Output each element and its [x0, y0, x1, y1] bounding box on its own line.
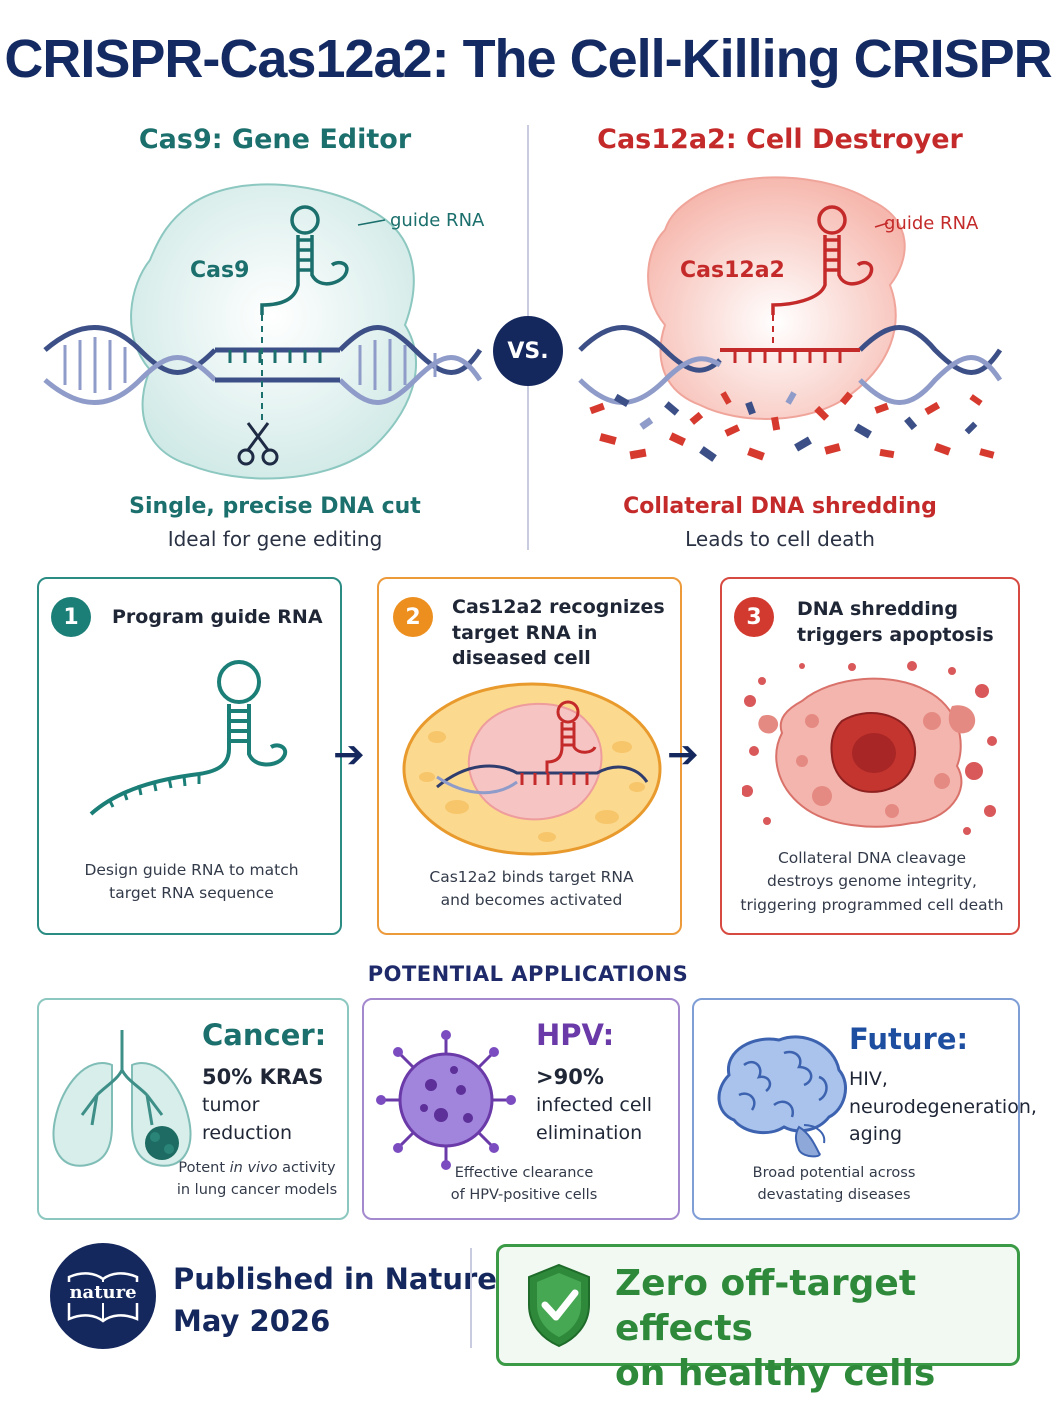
- application-detail-cancer-line-2: tumor reduction: [202, 1094, 293, 1144]
- step-title-2-line-1: Cas12a2 recognizes: [452, 596, 665, 618]
- arrow-right-icon: ➔: [333, 732, 365, 776]
- application-heading-hpv: HPV:: [536, 1018, 615, 1052]
- step-title-3-line-2: triggers apoptosis: [797, 623, 994, 646]
- application-detail-hpv-line-2: infected cell: [536, 1094, 653, 1117]
- application-caption-cancer-em: in vivo: [229, 1160, 278, 1176]
- page-title: CRISPR-Cas12a2: The Cell-Killing CRISPR: [4, 29, 1052, 89]
- step-number-2: 2: [393, 597, 433, 637]
- application-card-future: Future: HIV, neurodegeneration, aging Br…: [692, 998, 1037, 1220]
- cas9-heading: Cas9: Gene Editor: [138, 124, 412, 155]
- cas9-guide-rna-label: guide RNA: [390, 210, 485, 231]
- shield-check-icon: [528, 1263, 590, 1348]
- brain-icon: [717, 1035, 848, 1158]
- application-detail-hpv-line-1: >90%: [536, 1065, 604, 1089]
- application-detail-cancer-line-1: 50% KRAS: [202, 1065, 324, 1089]
- cas12a2-guide-rna: [771, 205, 874, 315]
- application-caption-hpv-line-2: of HPV-positive cells: [450, 1186, 598, 1203]
- step-caption-2: Cas12a2 binds target RNA and becomes act…: [389, 866, 674, 913]
- publication-line-1: Published in Nature,: [173, 1262, 508, 1296]
- application-caption-hpv: Effective clearance of HPV-positive cell…: [404, 1163, 644, 1207]
- footer-divider: [470, 1248, 472, 1348]
- application-caption-hpv-line-1: Effective clearance: [454, 1165, 594, 1181]
- application-card-hpv: HPV: >90% infected cell elimination Effe…: [362, 998, 680, 1220]
- diseased-cell-illustration: [402, 682, 662, 856]
- cas12a2-caption-sub: Leads to cell death: [685, 527, 875, 551]
- step-title-2-line-2: target RNA in: [452, 621, 598, 644]
- step-caption-1-line-1: Design guide RNA to match: [84, 861, 299, 879]
- application-detail-hpv-line-3: elimination: [536, 1121, 643, 1144]
- application-detail-future: HIV, neurodegeneration, aging: [849, 1066, 1037, 1149]
- step-number-3: 3: [734, 597, 774, 637]
- application-heading-future: Future:: [849, 1022, 969, 1056]
- publication-info: Published in Nature, May 2026: [173, 1258, 508, 1342]
- cas9-illustration: [43, 183, 483, 480]
- step-title-2: Cas12a2 recognizes target RNA in disease…: [452, 595, 677, 672]
- application-caption-cancer-pre: Potent: [178, 1160, 230, 1176]
- scissors-icon: [237, 422, 279, 466]
- step-number-1: 1: [51, 597, 91, 637]
- safety-claim-line-1: Zero off-target effects: [615, 1263, 917, 1349]
- cas9-protein-label: Cas9: [190, 258, 250, 283]
- application-detail-future-line-3: aging: [849, 1123, 903, 1146]
- application-detail-future-line-2: neurodegeneration,: [849, 1095, 1037, 1118]
- cas9-caption-main: Single, precise DNA cut: [129, 494, 421, 519]
- cas12a2-heading: Cas12a2: Cell Destroyer: [597, 124, 963, 155]
- application-caption-cancer-post: activity: [277, 1160, 336, 1176]
- step-caption-3: Collateral DNA cleavage destroys genome …: [727, 847, 1017, 917]
- step-title-2-line-3: diseased cell: [452, 647, 591, 670]
- step-card-2: 2 Cas12a2 recognizes target RNA in disea…: [377, 577, 682, 935]
- dna-fragments: [589, 391, 995, 462]
- virus-icon: [376, 1030, 516, 1170]
- cas9-caption-sub: Ideal for gene editing: [167, 527, 383, 551]
- cas12a2-protein-label: Cas12a2: [680, 258, 785, 283]
- step-caption-1: Design guide RNA to match target RNA seq…: [49, 859, 334, 906]
- step-caption-3-line-3: triggering programmed cell death: [740, 895, 1004, 914]
- application-detail-future-line-1: HIV,: [849, 1068, 888, 1090]
- cas12a2-illustration: [578, 176, 1003, 462]
- application-caption-cancer: Potent in vivo activity in lung cancer m…: [167, 1158, 347, 1202]
- safety-claim-text: Zero off-target effects on healthy cells: [615, 1261, 1017, 1396]
- cas9-guide-rna: [260, 205, 349, 315]
- nature-logo-text: nature: [66, 1281, 140, 1303]
- guide-rna-illustration: [89, 660, 288, 816]
- step-caption-2-line-1: Cas12a2 binds target RNA: [429, 868, 634, 886]
- safety-claim-line-2: on healthy cells: [615, 1353, 936, 1394]
- step-title-3-line-1: DNA shredding: [797, 598, 958, 620]
- arrow-right-icon: ➔: [667, 732, 699, 776]
- application-detail-hpv: >90% infected cell elimination: [536, 1062, 676, 1148]
- step-caption-3-line-2: destroys genome integrity,: [767, 872, 977, 891]
- application-caption-cancer-line-2: in lung cancer models: [176, 1181, 338, 1198]
- step-title-3: DNA shredding triggers apoptosis: [797, 597, 1017, 648]
- step-card-1: 1 Program guide RNA Design guide RNA to …: [37, 577, 342, 935]
- cas12a2-guide-rna-label: guide RNA: [884, 213, 979, 234]
- step-card-3: 3 DNA shredding triggers apoptosis Colla…: [720, 577, 1020, 935]
- dna-helix-left: [43, 325, 483, 405]
- nature-logo: nature: [50, 1243, 156, 1349]
- application-caption-future: Broad potential across devastating disea…: [734, 1163, 934, 1207]
- cas9-protein-blob: [130, 183, 418, 480]
- vs-badge: VS.: [493, 316, 563, 386]
- step-caption-3-line-1: Collateral DNA cleavage: [777, 849, 967, 867]
- application-caption-future-line-2: devastating diseases: [757, 1186, 911, 1203]
- apoptotic-cell-illustration: [742, 661, 997, 835]
- lungs-icon: [52, 1030, 192, 1167]
- publication-line-2: May 2026: [173, 1304, 331, 1339]
- cas12a2-caption-main: Collateral DNA shredding: [623, 494, 937, 519]
- step-title-1: Program guide RNA: [112, 605, 337, 631]
- safety-claim-box: Zero off-target effects on healthy cells: [496, 1244, 1020, 1394]
- step-title-1-line-1: Program guide RNA: [112, 606, 323, 628]
- vs-label: VS.: [507, 338, 549, 364]
- application-detail-cancer: 50% KRAS tumor reduction: [202, 1062, 347, 1148]
- application-card-cancer: Cancer: 50% KRAS tumor reduction Potent …: [37, 998, 349, 1220]
- application-heading-cancer: Cancer:: [202, 1018, 327, 1052]
- application-caption-future-line-1: Broad potential across: [752, 1165, 916, 1181]
- step-caption-2-line-2: and becomes activated: [440, 891, 623, 910]
- applications-heading: POTENTIAL APPLICATIONS: [367, 962, 689, 986]
- step-caption-1-line-2: target RNA sequence: [109, 884, 274, 903]
